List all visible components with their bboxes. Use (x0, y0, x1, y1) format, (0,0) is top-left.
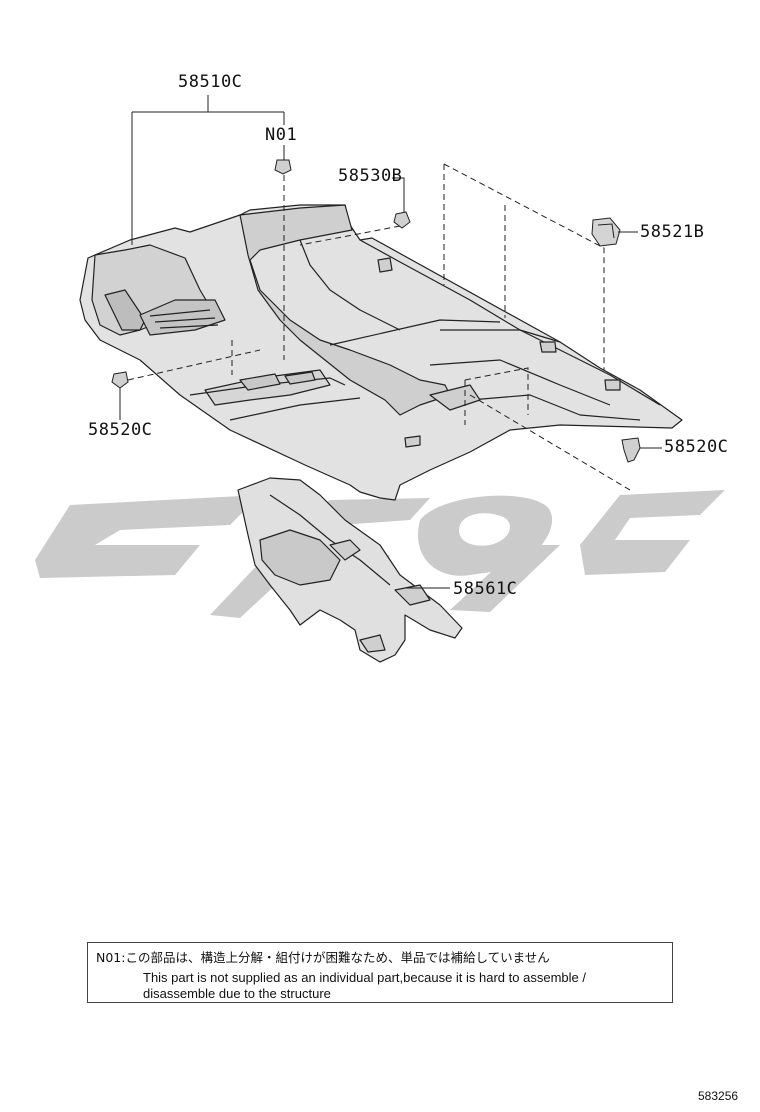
retainer-58521b (591, 217, 621, 247)
callout-58530b: 58530B (338, 166, 403, 186)
clip-58520c-left (111, 371, 129, 389)
floor-insulator-58561c (237, 477, 463, 663)
floor-carpet-58510c (79, 204, 683, 501)
clip-n01 (274, 159, 292, 175)
note-line-en-2: disassemble due to the structure (143, 986, 331, 1001)
callout-58561c: 58561C (453, 579, 518, 599)
note-box: N01:この部品は、構造上分解・組付けが困難なため、単品では補給していません T… (87, 942, 673, 1003)
callout-58510c: 58510C (178, 72, 243, 92)
diagram-id: 583256 (698, 1089, 739, 1103)
clip-58520c-right (621, 437, 641, 463)
callout-58520c-right: 58520C (664, 437, 729, 457)
watermark-logo (35, 490, 725, 618)
note-line-en-1: This part is not supplied as an individu… (143, 970, 586, 985)
callout-n01: N01 (265, 125, 298, 145)
clip-58530b (393, 211, 411, 229)
dashed-guides (127, 163, 631, 491)
callout-58520c-left: 58520C (88, 420, 153, 440)
callout-58521b: 58521B (640, 222, 705, 242)
leader-lines (119, 95, 662, 589)
note-line-jp: N01:この部品は、構造上分解・組付けが困難なため、単品では補給していません (96, 950, 550, 965)
